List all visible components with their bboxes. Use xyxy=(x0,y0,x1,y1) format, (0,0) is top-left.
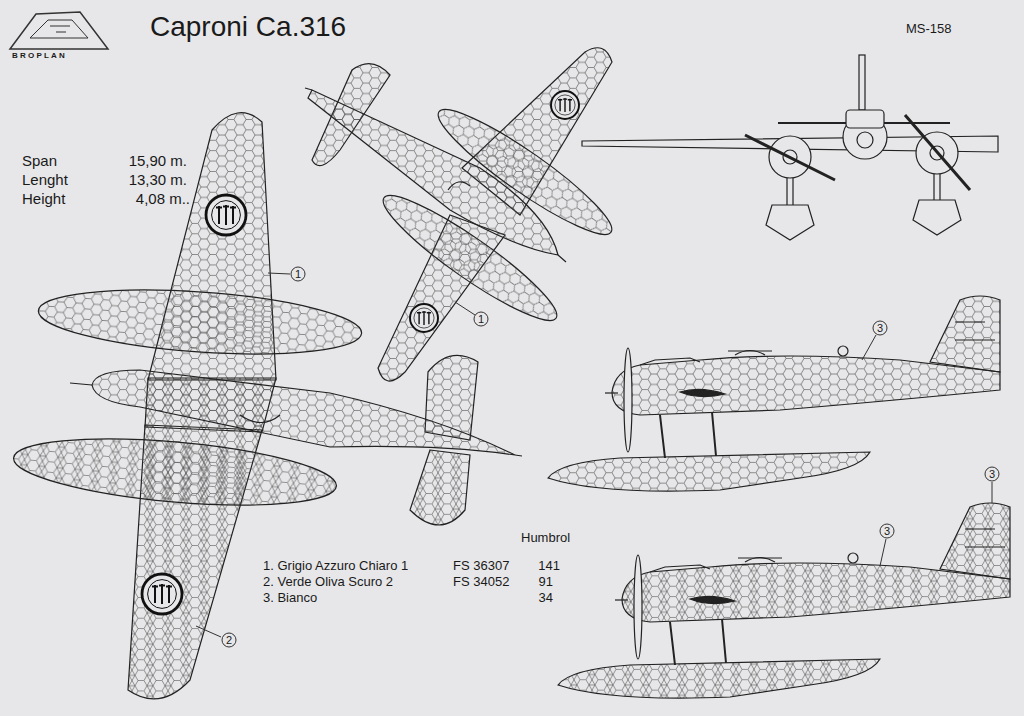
side-view-part xyxy=(848,553,858,563)
side-view-part xyxy=(965,529,1005,547)
dimension-value: 4,08 m.. xyxy=(136,191,190,208)
callout-marker-part xyxy=(880,539,886,566)
callout-number: 3 xyxy=(884,525,890,537)
callout-marker-part xyxy=(873,321,887,335)
front-view-part xyxy=(846,110,884,128)
callout-number: 1 xyxy=(295,268,301,280)
fs-code: FS 36307 xyxy=(453,559,509,573)
bottom-view-part xyxy=(206,195,246,235)
bottom-view-part xyxy=(11,428,339,516)
logo-text: BROPLAN xyxy=(12,52,67,61)
dimension-value: 15,90 m. xyxy=(129,153,187,170)
bottom-view-part xyxy=(36,281,363,363)
side-view-part xyxy=(838,346,848,356)
side-view-part xyxy=(634,555,642,659)
side-view-part xyxy=(728,350,772,351)
callout-marker-part xyxy=(222,633,236,647)
broplan-logo-part xyxy=(10,12,108,49)
callout-marker-part xyxy=(992,482,993,503)
table-heading: Humbrol xyxy=(521,531,570,545)
callout-marker-part xyxy=(985,467,999,481)
bottom-view-part xyxy=(410,450,470,525)
side-view-part xyxy=(650,565,710,572)
dimension-value: 13,30 m. xyxy=(129,172,187,189)
bottom-view-part xyxy=(70,383,522,456)
front-view-part xyxy=(857,132,873,148)
top-view-part xyxy=(305,88,566,262)
side-view-part xyxy=(680,389,725,396)
side-view-part xyxy=(624,348,632,452)
front-view xyxy=(582,55,998,240)
side-view-part xyxy=(660,412,716,458)
dimension-name: Span xyxy=(22,153,57,170)
side-view-part xyxy=(558,659,880,698)
front-view-part xyxy=(787,174,940,205)
dimension-name: Height xyxy=(22,191,65,208)
callout-number: 3 xyxy=(877,322,883,334)
front-view-part xyxy=(766,205,814,240)
side-view-part xyxy=(738,557,782,558)
top-view-part xyxy=(448,182,470,190)
top-view-part xyxy=(410,304,438,332)
bottom-view-part xyxy=(240,415,280,423)
callout-marker-part xyxy=(862,335,876,360)
side-view-part xyxy=(690,596,735,603)
callout-number: 1 xyxy=(478,313,484,325)
broplan-logo-part xyxy=(50,26,70,32)
front-view-part xyxy=(745,115,970,190)
callout-marker-part xyxy=(474,312,488,326)
side-view-part xyxy=(955,322,995,340)
sheet-title: Caproni Ca.316 xyxy=(150,12,346,43)
side-view-part xyxy=(548,452,870,491)
humbrol-number: 34 xyxy=(539,591,553,605)
callout-marker-part xyxy=(196,626,221,637)
front-view-part xyxy=(859,55,865,110)
humbrol-number: 141 xyxy=(538,559,560,573)
callout-marker-part xyxy=(291,267,305,281)
callout-marker xyxy=(196,267,999,647)
side-view-part xyxy=(930,296,1000,372)
top-view-part xyxy=(308,90,558,255)
top-view xyxy=(305,48,622,381)
side-view-part xyxy=(670,619,726,665)
side-view xyxy=(548,296,1000,491)
colour-name: 3. Bianco xyxy=(263,591,317,605)
callout-number: 3 xyxy=(989,468,995,480)
top-view-part xyxy=(551,91,579,119)
front-view-part xyxy=(913,200,961,235)
bottom-view-part xyxy=(92,370,515,455)
side-view-part xyxy=(615,599,628,600)
broplan-logo xyxy=(10,12,108,49)
sheet-number: MS-158 xyxy=(906,22,952,36)
callout-marker-part xyxy=(880,524,894,538)
side-view-part xyxy=(605,392,618,393)
side-view-part xyxy=(940,503,1010,579)
broplan-logo-part xyxy=(30,20,88,38)
side-view-part xyxy=(622,563,1010,622)
humbrol-number: 91 xyxy=(539,575,553,589)
bottom-view-part xyxy=(142,574,182,614)
callout-number: 2 xyxy=(226,634,232,646)
callout-marker-part xyxy=(455,302,475,315)
side-view-part xyxy=(612,356,1000,415)
side-view-part xyxy=(640,358,700,365)
dimension-name: Lenght xyxy=(22,172,68,189)
fs-code: FS 34052 xyxy=(453,575,509,589)
colour-name: 1. Grigio Azzuro Chiaro 1 xyxy=(263,559,408,573)
colour-name: 2. Verde Oliva Scuro 2 xyxy=(263,575,393,589)
callout-marker-part xyxy=(268,273,290,274)
side-view xyxy=(558,503,1010,698)
